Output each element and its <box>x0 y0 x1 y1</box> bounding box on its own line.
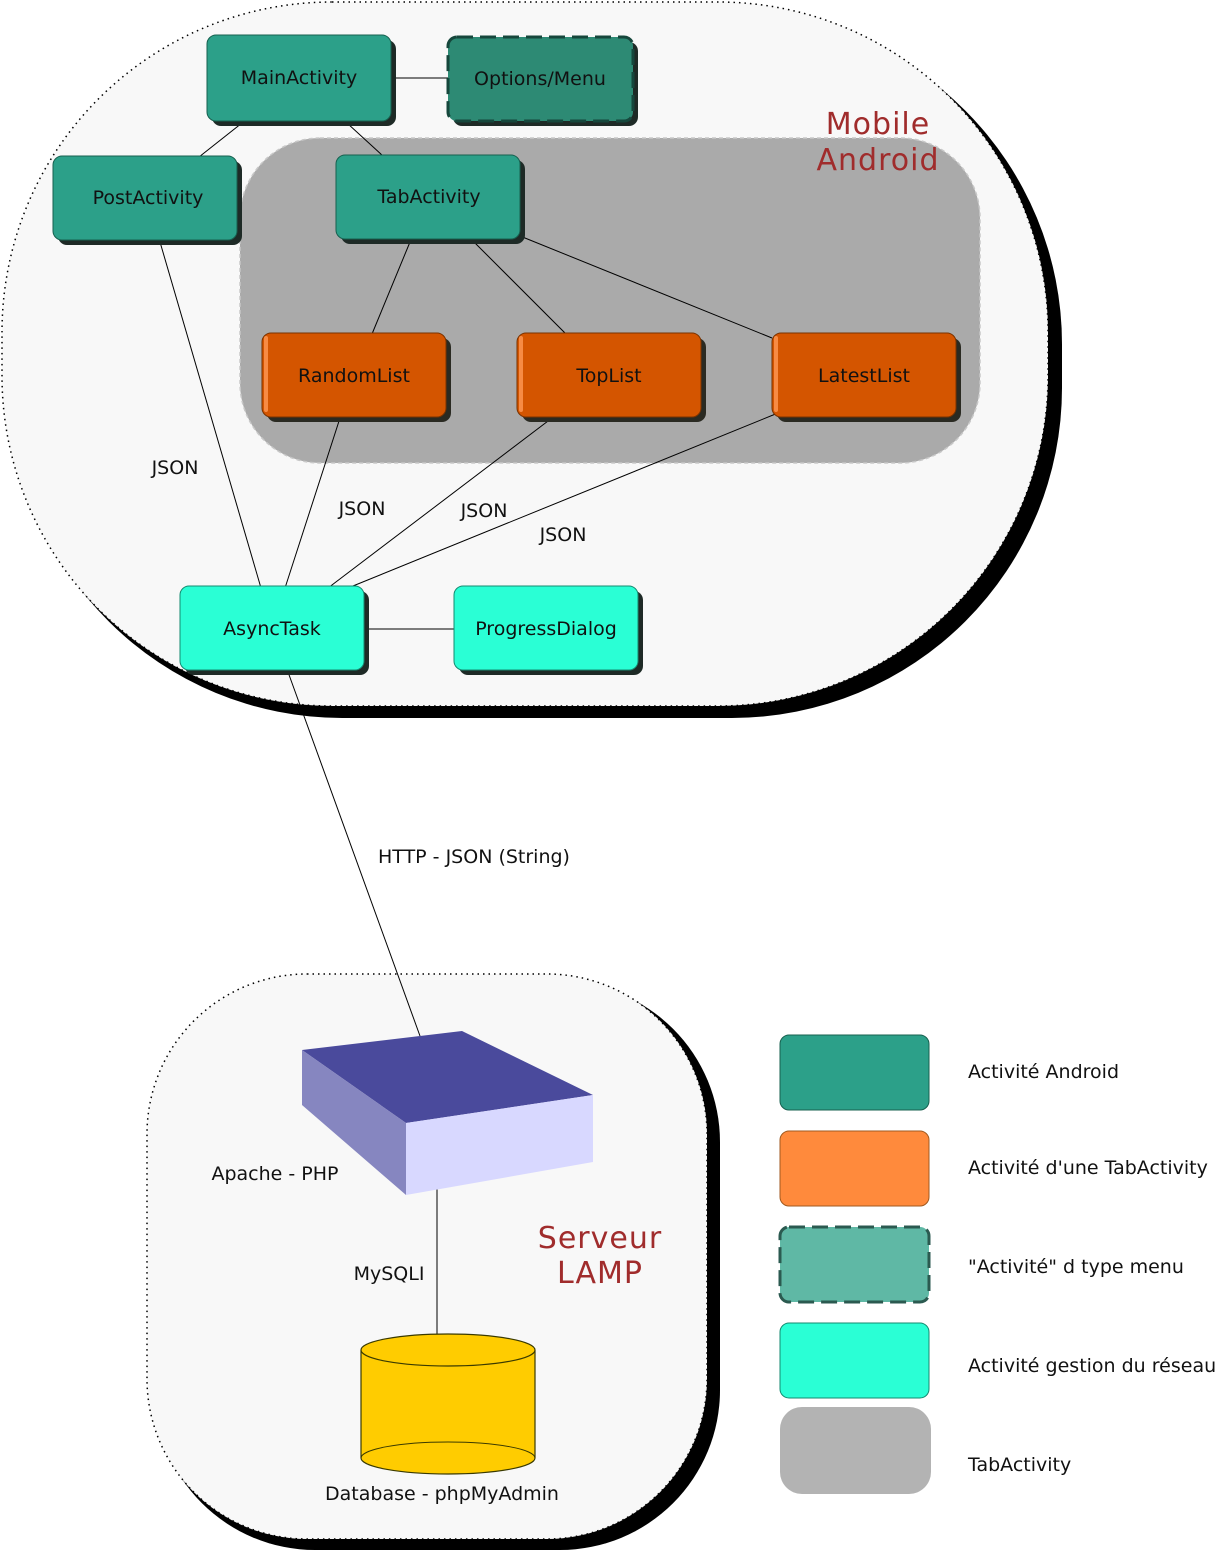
edge-label-random-json: JSON <box>338 498 386 520</box>
node-progress-dialog: ProgressDialog <box>453 585 643 675</box>
apache-php-label: Apache - PHP <box>211 1163 338 1185</box>
database-label: Database - phpMyAdmin <box>325 1483 559 1505</box>
node-top-list-label: TopList <box>575 365 641 387</box>
node-options-menu-label: Options/Menu <box>474 68 606 90</box>
edge-main-tab <box>346 122 384 157</box>
legend-label-network: Activité gestion du réseau <box>968 1355 1216 1377</box>
node-progress-dialog-label: ProgressDialog <box>475 618 617 640</box>
edge-post-async <box>159 241 262 589</box>
node-tab-activity-label: TabActivity <box>376 186 480 208</box>
legend-swatch-android-activity <box>779 1034 930 1111</box>
node-top-list: TopList <box>516 332 706 422</box>
legend-label-menu-type: "Activité" d type menu <box>968 1256 1184 1278</box>
node-random-list: RandomList <box>261 332 451 422</box>
legend-swatch-tab-activity <box>780 1407 931 1494</box>
legend-label-android-activity: Activité Android <box>968 1061 1119 1083</box>
server-box-icon <box>302 1031 593 1195</box>
node-random-list-label: RandomList <box>298 365 410 387</box>
node-main-activity: MainActivity <box>206 34 396 126</box>
legend-swatch-tab-child <box>779 1130 930 1207</box>
edge-label-mysqli: MySQLI <box>354 1263 425 1285</box>
edge-label-top-json: JSON <box>460 500 508 522</box>
edge-label-post-json: JSON <box>151 457 199 479</box>
edge-main-post <box>198 122 243 158</box>
legend-swatch-network <box>779 1322 930 1399</box>
serveur-lamp-title-line2: LAMP <box>557 1256 643 1291</box>
node-post-activity: PostActivity <box>52 155 242 245</box>
legend-label-tab-activity: TabActivity <box>967 1454 1071 1476</box>
database-icon <box>360 1333 536 1475</box>
node-options-menu: Options/Menu <box>446 35 638 126</box>
serveur-lamp-title-line1: Serveur <box>538 1221 662 1256</box>
edge-async-server <box>287 671 421 1037</box>
node-tab-activity: TabActivity <box>335 154 525 244</box>
node-post-activity-label: PostActivity <box>93 187 204 209</box>
legend-swatch-menu-type <box>778 1225 931 1304</box>
mobile-android-title-line2: Android <box>817 143 940 178</box>
node-async-task-label: AsyncTask <box>223 618 321 640</box>
edge-tab-latest <box>519 235 773 339</box>
edge-random-async <box>284 417 341 589</box>
legend-label-tab-child: Activité d'une TabActivity <box>968 1157 1208 1179</box>
legend: Activité Android Activité d'une TabActiv… <box>778 1034 1216 1494</box>
node-latest-list: LatestList <box>771 332 961 422</box>
edge-tab-top <box>473 241 567 335</box>
node-async-task: AsyncTask <box>179 585 369 675</box>
edge-label-http: HTTP - JSON (String) <box>378 846 570 868</box>
edge-latest-async <box>347 412 779 589</box>
edge-tab-random <box>371 241 411 335</box>
edge-label-latest-json: JSON <box>539 524 587 546</box>
node-latest-list-label: LatestList <box>818 365 910 387</box>
mobile-android-title-line1: Mobile <box>826 107 930 142</box>
edge-top-async <box>327 417 553 589</box>
node-main-activity-label: MainActivity <box>241 67 357 89</box>
